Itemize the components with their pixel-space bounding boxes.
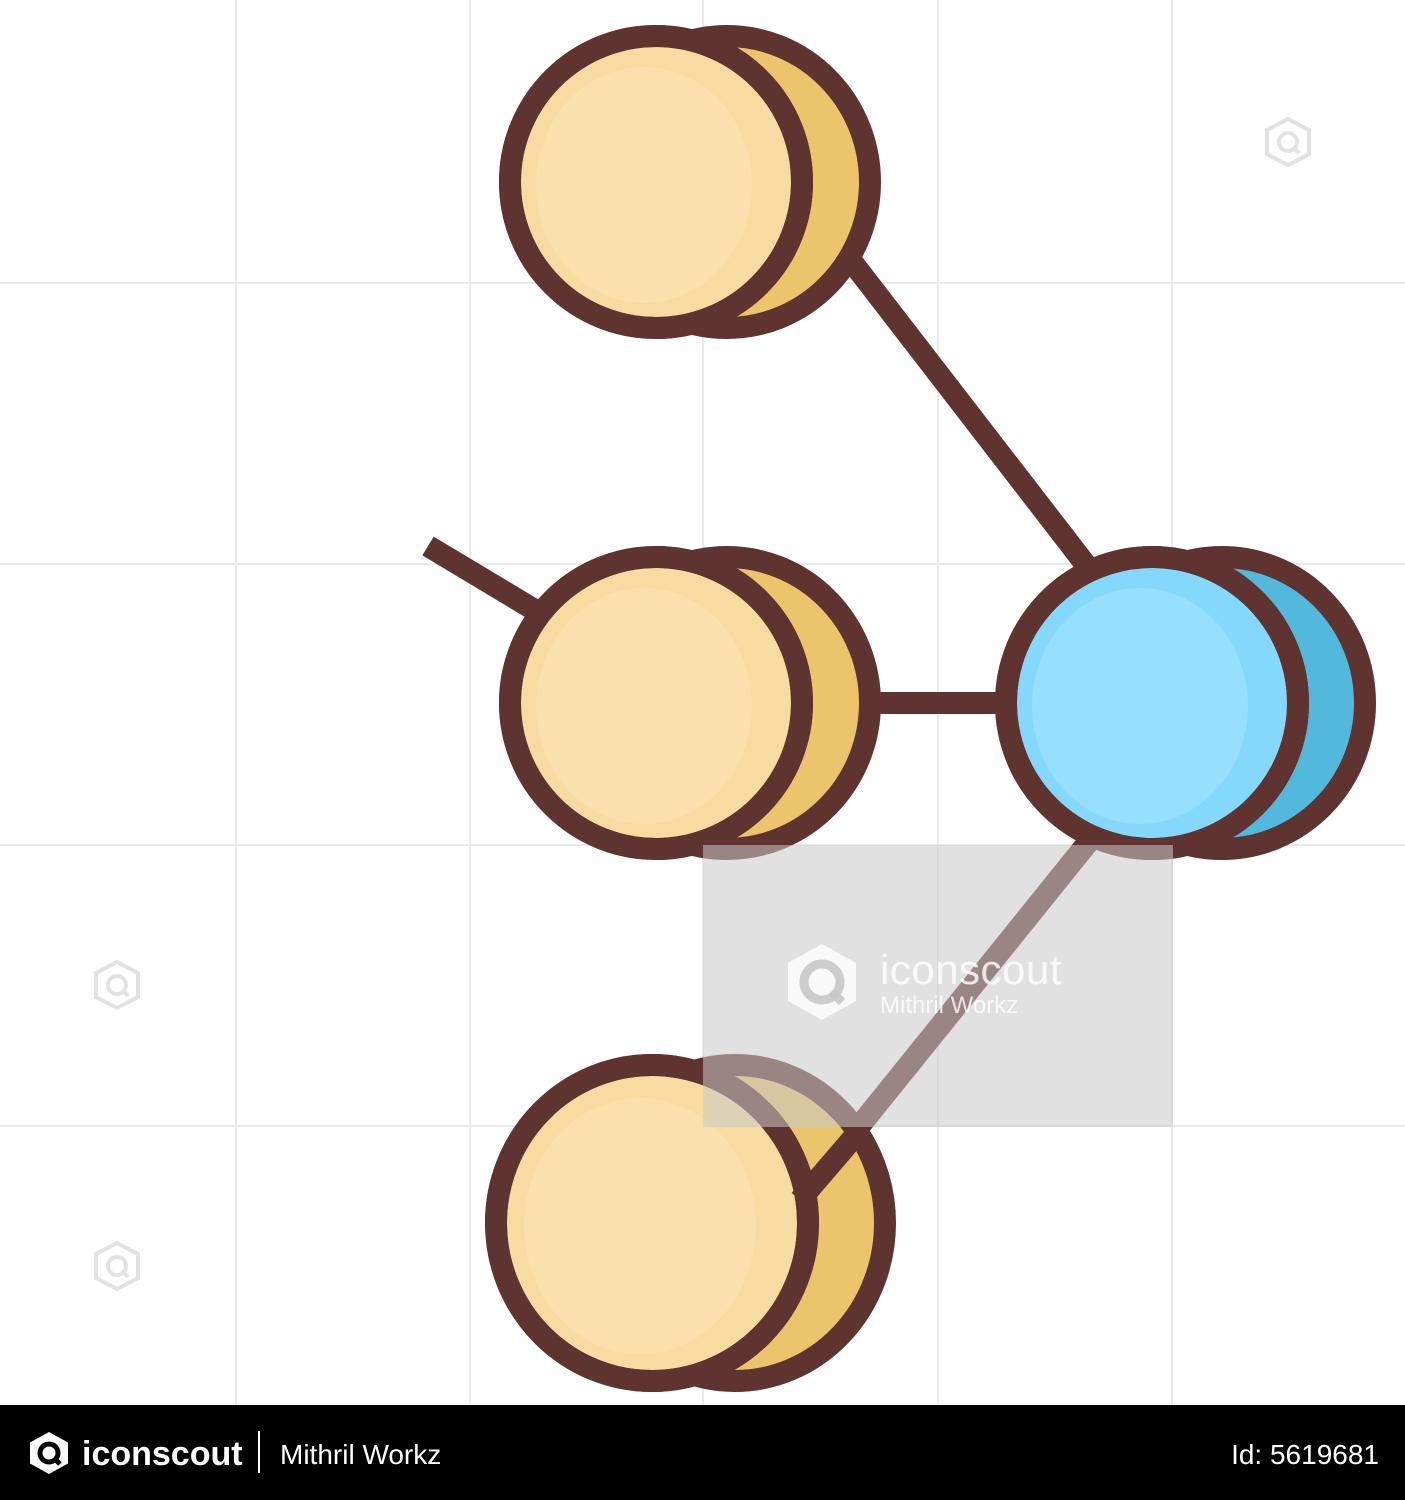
watermark-brand: iconscout [880,946,1062,993]
network-nodes-icon [422,25,1376,1392]
footer-author: Mithril Workz [280,1439,442,1470]
footer-bar: iconscout Mithril Workz Id: 5619681 [0,1405,1405,1500]
footer-asset-id: Id: 5619681 [1231,1439,1379,1470]
connector-top [803,203,1095,572]
node-middle [499,546,881,860]
iconscout-logo-icon [788,944,856,1020]
connector-left-stub [422,536,544,622]
iconscout-logo-icon [30,1432,68,1474]
footer-divider [258,1431,260,1473]
node-top [499,25,881,339]
watermark-panel [703,845,1173,1127]
watermark-author: Mithril Workz [880,992,1019,1019]
watermark-mark-icon [94,959,140,1011]
watermark-mark-icon [1265,116,1311,168]
footer-brand: iconscout [82,1435,243,1473]
watermark-mark-icon [94,1240,140,1292]
node-hub [995,546,1376,860]
node-bottom [485,1054,896,1392]
